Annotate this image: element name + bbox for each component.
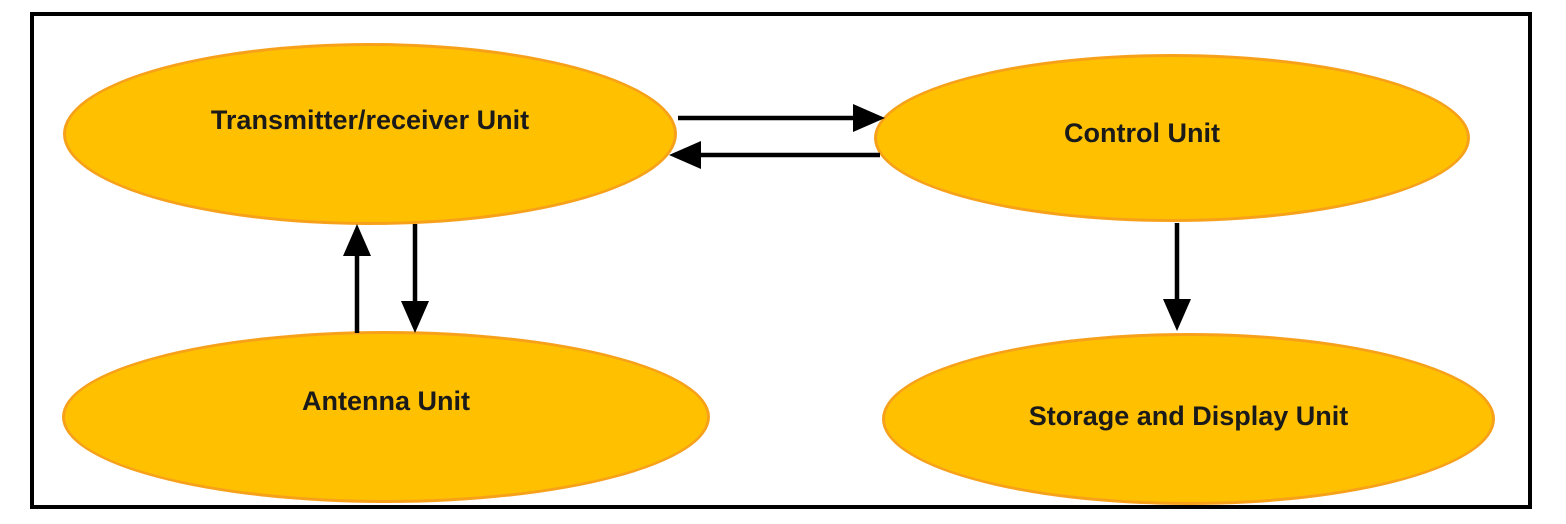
node-label-transmitter-receiver-unit: Transmitter/receiver Unit [210,104,530,135]
node-antenna-unit: Antenna Unit [62,331,710,503]
node-label-antenna-unit: Antenna Unit [302,385,470,416]
node-transmitter-receiver-unit: Transmitter/receiver Unit [63,43,677,225]
node-storage-display-unit: Storage and Display Unit [882,333,1495,505]
node-control-unit: Control Unit [874,54,1470,222]
node-label-control-unit: Control Unit [1064,117,1220,148]
node-label-storage-display-unit: Storage and Display Unit [1028,400,1349,431]
diagram-frame [30,12,1532,509]
